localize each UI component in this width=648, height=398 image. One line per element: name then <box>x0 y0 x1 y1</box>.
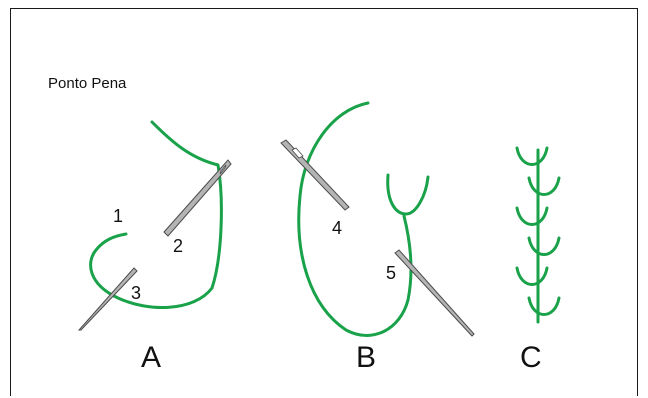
needle-icon <box>280 139 350 211</box>
step-label-4: 4 <box>332 218 343 238</box>
diagram-title: Ponto Pena <box>48 75 127 92</box>
needle-icon <box>77 267 138 331</box>
feather-stitch-loop <box>515 206 549 226</box>
panel-b-drawing <box>280 101 475 337</box>
panel-label-c: C <box>520 341 542 374</box>
feather-stitch-loop <box>527 236 561 256</box>
panel-a-thread <box>89 120 223 309</box>
diagram-frame <box>10 8 638 396</box>
feather-stitch-loop <box>515 146 549 166</box>
needle-icon <box>394 249 475 337</box>
step-label-1: 1 <box>113 206 124 226</box>
panel-label-a: A <box>141 341 162 374</box>
feather-stitch-loop <box>527 296 561 316</box>
panel-b-thread <box>297 101 413 337</box>
panel-label-b: B <box>356 341 377 374</box>
step-label-3: 3 <box>131 283 142 303</box>
step-label-5: 5 <box>386 263 397 283</box>
needle-icon <box>163 159 232 237</box>
panel-b-loop <box>386 173 430 216</box>
feather-chain <box>515 146 561 316</box>
panel-a-drawing <box>77 120 232 331</box>
panel-c-drawing <box>515 146 561 324</box>
step-label-2: 2 <box>173 236 184 256</box>
feather-stitch-loop <box>527 176 561 196</box>
feather-stitch-loop <box>515 266 549 286</box>
